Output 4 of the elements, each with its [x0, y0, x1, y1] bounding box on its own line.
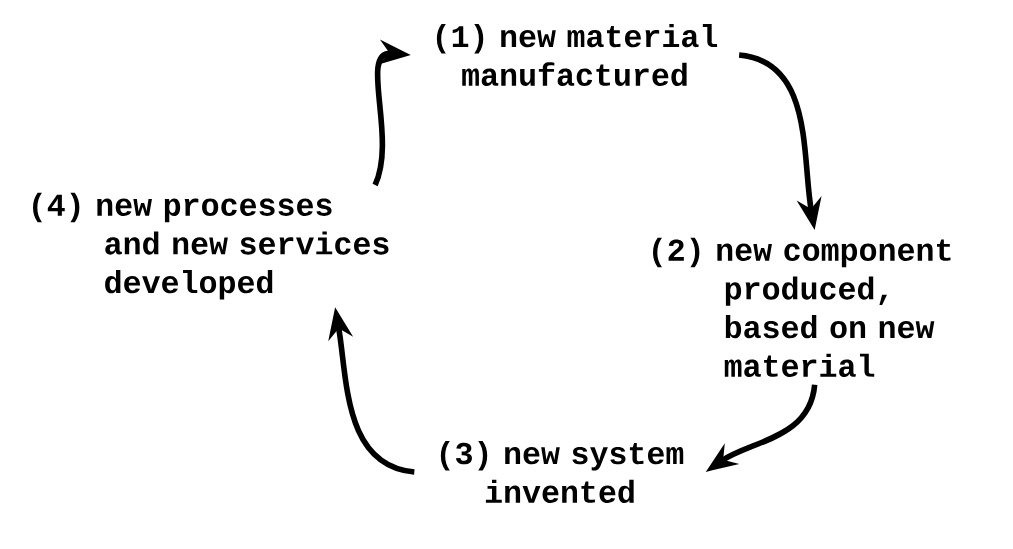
- step-text: (2) new component produced, based on new material: [653, 237, 951, 377]
- step-text: (1) new material manufactured: [436, 24, 718, 86]
- step-text: (4) new processes and new services developed: [33, 192, 389, 300]
- step-text: (3) new system invented: [440, 441, 684, 503]
